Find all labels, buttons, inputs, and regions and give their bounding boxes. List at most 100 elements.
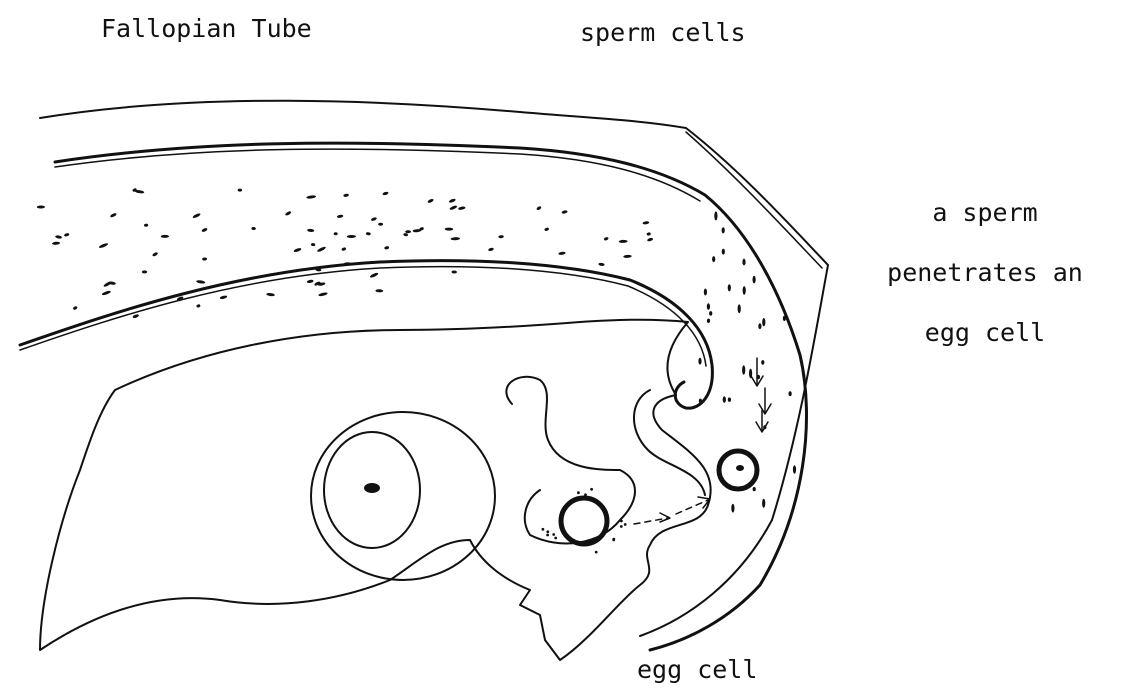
sperm-cell bbox=[341, 247, 346, 251]
sperm-cell bbox=[753, 276, 756, 284]
sperm-cell bbox=[647, 237, 654, 242]
sperm-cell bbox=[451, 237, 461, 240]
sperm-cell bbox=[449, 205, 458, 211]
sperm-cell bbox=[293, 247, 302, 252]
sperm-cell bbox=[73, 306, 78, 311]
cumulus-cell bbox=[552, 533, 555, 536]
sperm-cell bbox=[458, 206, 466, 210]
sperm-cell bbox=[196, 280, 206, 284]
follicle-nucleus bbox=[364, 483, 380, 493]
sperm-cell bbox=[384, 246, 389, 250]
sperm-cell bbox=[307, 279, 314, 283]
sperm-cell bbox=[366, 232, 371, 235]
sperm-cell bbox=[623, 255, 632, 259]
sperm-cell bbox=[307, 229, 314, 233]
sperm-motion-arrows bbox=[751, 358, 771, 432]
sperm-cell bbox=[722, 227, 725, 233]
tube-upper-wall bbox=[55, 143, 807, 650]
cumulus-cell bbox=[584, 493, 587, 496]
sperm-cell bbox=[285, 211, 292, 217]
sperm-cell bbox=[536, 206, 542, 211]
cumulus-cell bbox=[590, 488, 593, 491]
arrowhead-1 bbox=[660, 513, 670, 522]
tube-upper-wall-double bbox=[55, 149, 700, 201]
sperm-cell bbox=[753, 487, 756, 491]
sperm-cell bbox=[382, 191, 389, 196]
sperm-cell bbox=[707, 319, 710, 323]
sperm-cell bbox=[161, 235, 169, 238]
sperm-cell bbox=[378, 223, 383, 226]
sperm-cell bbox=[728, 284, 731, 291]
sperm-cell bbox=[757, 375, 760, 379]
cumulus-cell bbox=[624, 523, 627, 526]
sperm-cell bbox=[762, 499, 765, 508]
sperm-cell bbox=[761, 360, 764, 365]
sperm-cell bbox=[238, 189, 242, 192]
sperm-cell bbox=[403, 233, 408, 237]
sperm-cell bbox=[451, 270, 457, 273]
sperm-cell bbox=[375, 289, 383, 292]
sperm-cell bbox=[698, 358, 701, 365]
sperm-cell bbox=[347, 235, 356, 238]
sperm-cell bbox=[311, 243, 316, 246]
sperm-cell bbox=[699, 399, 702, 404]
sperm-cell bbox=[110, 212, 117, 218]
sperm-cell bbox=[728, 398, 731, 402]
sperm-cell bbox=[405, 230, 411, 233]
sperm-cell bbox=[132, 314, 139, 319]
sperm-cells-group bbox=[37, 188, 796, 554]
sperm-cell bbox=[642, 221, 649, 225]
sperm-cell bbox=[427, 198, 434, 204]
sperm-cell bbox=[202, 257, 207, 260]
cumulus-cell bbox=[542, 528, 545, 531]
sperm-cell bbox=[598, 262, 605, 266]
sperm-cell bbox=[723, 396, 726, 403]
sperm-cell bbox=[707, 303, 710, 310]
sperm-cell bbox=[445, 228, 454, 231]
sperm-cell bbox=[498, 235, 504, 238]
sperm-cell bbox=[793, 465, 796, 474]
sperm-cell bbox=[738, 304, 741, 313]
sperm-cell bbox=[603, 237, 608, 242]
sperm-cell bbox=[196, 304, 201, 308]
sperm-cell bbox=[749, 369, 752, 379]
sperm-cell bbox=[558, 251, 566, 255]
sperm-cell bbox=[783, 316, 786, 321]
sperm-cell bbox=[55, 235, 62, 239]
sperm-cell bbox=[369, 272, 378, 278]
sperm-cell bbox=[343, 193, 349, 197]
sperm-cell bbox=[742, 259, 745, 266]
cumulus-cell bbox=[612, 538, 615, 541]
sperm-cell bbox=[762, 318, 765, 326]
sperm-cell bbox=[144, 223, 148, 226]
ovary bbox=[311, 412, 495, 580]
cumulus-cell bbox=[620, 520, 623, 523]
cumulus-cell bbox=[595, 551, 598, 554]
sperm-cell bbox=[192, 213, 201, 219]
sperm-cell bbox=[488, 247, 494, 251]
sperm-cell bbox=[152, 252, 159, 257]
penetrating-sperm bbox=[736, 465, 744, 471]
cumulus-cell bbox=[620, 525, 623, 528]
sperm-cell bbox=[731, 504, 734, 513]
cumulus-cell bbox=[554, 537, 557, 540]
sperm-cell bbox=[561, 210, 568, 214]
fimbriae bbox=[506, 377, 635, 544]
sperm-cell bbox=[712, 256, 715, 262]
sperm-cell bbox=[742, 365, 745, 374]
sperm-cell bbox=[266, 293, 275, 297]
sperm-cell bbox=[758, 323, 761, 329]
cumulus-cell bbox=[546, 534, 549, 537]
sperm-cell bbox=[101, 290, 111, 296]
sperm-cell bbox=[317, 246, 327, 253]
sperm-cell bbox=[337, 214, 344, 218]
sperm-cell bbox=[142, 270, 147, 273]
sperm-cell bbox=[709, 311, 712, 316]
sperm-cell bbox=[646, 232, 651, 236]
sperm-cell bbox=[743, 286, 746, 295]
sperm-cell bbox=[722, 249, 725, 255]
sperm-cell bbox=[704, 289, 707, 296]
sperm-cell bbox=[251, 227, 256, 231]
sperm-cell bbox=[448, 198, 456, 203]
